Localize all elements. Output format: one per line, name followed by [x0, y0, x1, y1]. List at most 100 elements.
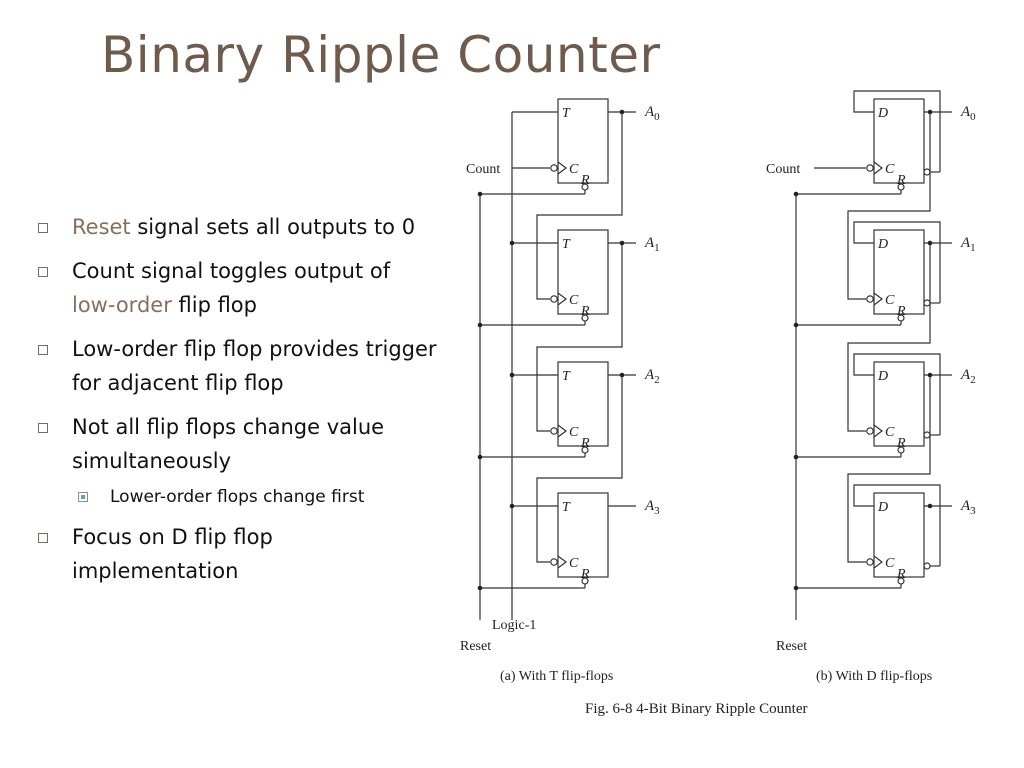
- bullet-item: Reset signal sets all outputs to 0: [38, 210, 438, 244]
- reset-pin-label: R: [896, 567, 906, 582]
- ff-input-label: D: [877, 500, 888, 515]
- junction-dot: [793, 454, 799, 460]
- clock-triangle: [557, 555, 567, 569]
- clock-triangle: [557, 161, 567, 175]
- bullet-item: Low-order flip flop provides trigger for…: [38, 332, 438, 400]
- ff-input-label: T: [562, 369, 571, 384]
- output-label-a0: A0: [644, 104, 660, 123]
- ff-input-label: D: [877, 369, 888, 384]
- clock-triangle: [873, 161, 883, 175]
- junction-dot: [619, 372, 625, 378]
- clock-bubble: [866, 558, 874, 566]
- ff-input-label: T: [562, 500, 571, 515]
- clock-label: C: [885, 556, 895, 571]
- clock-bubble: [550, 558, 558, 566]
- bullet-item: Focus on D flip flop implementation: [38, 520, 438, 588]
- output-label-a1: A1: [960, 235, 976, 254]
- figure-caption: Fig. 6-8 4-Bit Binary Ripple Counter: [585, 701, 808, 717]
- junction-dot: [927, 503, 933, 509]
- bullet-text: Not all flip flops change value simultan…: [72, 415, 385, 473]
- reset-label: Reset: [776, 639, 807, 654]
- reset-pin-label: R: [896, 436, 906, 451]
- clock-bubble: [866, 295, 874, 303]
- sub-bullet-text: Lower-order flops change first: [110, 487, 365, 507]
- ripple-wire: [847, 112, 931, 300]
- clock-bubble: [866, 164, 874, 172]
- junction-dot: [509, 240, 515, 246]
- reset-pin-label: R: [580, 436, 590, 451]
- clock-label: C: [569, 162, 579, 177]
- flip-flop-box: [557, 98, 609, 184]
- feedback-wire: [853, 90, 941, 172]
- filled-square-bullet-icon: [78, 492, 88, 502]
- square-bullet-icon: [38, 267, 48, 277]
- junction-dot: [793, 191, 799, 197]
- junction-dot: [927, 240, 933, 246]
- junction-dot: [927, 372, 933, 378]
- reset-pin-label: R: [896, 173, 906, 188]
- ff-input-label: D: [877, 237, 888, 252]
- clock-label: C: [569, 293, 579, 308]
- bullet-accent-text: Reset: [72, 215, 131, 239]
- ripple-wire: [536, 375, 623, 563]
- junction-dot: [619, 240, 625, 246]
- bullet-accent-text: low-order: [72, 293, 172, 317]
- flip-flop-box: [873, 229, 925, 315]
- bullet-list: Reset signal sets all outputs to 0 Count…: [38, 210, 438, 598]
- column-caption: (a) With T flip-flops: [500, 669, 613, 684]
- clock-bubble: [866, 427, 874, 435]
- clock-label: C: [885, 425, 895, 440]
- logic-1-label: Logic-1: [492, 618, 536, 633]
- qbar-bubble: [923, 299, 931, 307]
- ripple-wire: [847, 243, 931, 432]
- junction-dot: [477, 322, 483, 328]
- sub-bullet-item: Lower-order flops change first: [38, 484, 438, 510]
- bullet-text: flip flop: [171, 293, 257, 317]
- output-label-a2: A2: [644, 367, 660, 386]
- clock-label: C: [569, 425, 579, 440]
- slide-title: Binary Ripple Counter: [101, 26, 661, 84]
- clock-bubble: [550, 295, 558, 303]
- bullet-text: Low-order flip flop provides trigger for…: [72, 337, 437, 395]
- bullet-text: Count signal toggles output of: [72, 259, 391, 283]
- ff-input-label: D: [877, 106, 888, 121]
- junction-dot: [793, 585, 799, 591]
- reset-pin-label: R: [896, 304, 906, 319]
- junction-dot: [509, 503, 515, 509]
- ripple-wire: [536, 243, 623, 432]
- reset-pin-label: R: [580, 567, 590, 582]
- count-label: Count: [766, 162, 800, 177]
- square-bullet-icon: [38, 223, 48, 233]
- qbar-bubble: [923, 168, 931, 176]
- reset-pin-label: R: [580, 304, 590, 319]
- clock-triangle: [557, 424, 567, 438]
- qbar-bubble: [923, 562, 931, 570]
- clock-triangle: [557, 292, 567, 306]
- square-bullet-icon: [38, 423, 48, 433]
- junction-dot: [793, 322, 799, 328]
- square-bullet-icon: [38, 345, 48, 355]
- flip-flop-box: [873, 361, 925, 447]
- bullet-item: Count signal toggles output of low-order…: [38, 254, 438, 322]
- flip-flop-box: [873, 98, 925, 184]
- output-label-a3: A3: [960, 498, 976, 517]
- flip-flop-box: [557, 229, 609, 315]
- junction-dot: [477, 191, 483, 197]
- clock-label: C: [569, 556, 579, 571]
- ripple-wire: [847, 375, 931, 563]
- bullet-text: signal sets all outputs to 0: [130, 215, 416, 239]
- feedback-wire: [853, 484, 941, 566]
- output-label-a1: A1: [644, 235, 660, 254]
- flip-flop-box: [557, 361, 609, 447]
- feedback-wire: [853, 221, 941, 303]
- clock-label: C: [885, 293, 895, 308]
- square-bullet-icon: [38, 533, 48, 543]
- junction-dot: [927, 109, 933, 115]
- ripple-wire: [536, 112, 623, 300]
- bullet-text: Focus on D flip flop implementation: [72, 525, 273, 583]
- clock-bubble: [550, 164, 558, 172]
- ff-input-label: T: [562, 106, 571, 121]
- ff-input-label: T: [562, 237, 571, 252]
- flip-flop-box: [873, 492, 925, 578]
- junction-dot: [477, 585, 483, 591]
